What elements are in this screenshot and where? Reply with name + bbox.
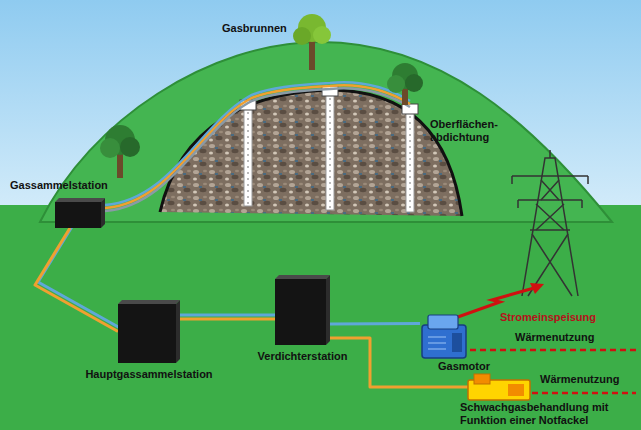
- flare-unit: Schwachgasbehandlung mit Funktion einer …: [468, 374, 530, 400]
- heat-line: [532, 392, 636, 395]
- engine-panel: [452, 333, 462, 352]
- gas-pipe: [330, 323, 420, 324]
- label-anchor: Gasbrunnen: [222, 22, 312, 35]
- station-side: [101, 198, 105, 228]
- label-anchor: Wärmenutzung: [515, 331, 625, 344]
- waste-body: [160, 90, 462, 216]
- green-hill: [40, 42, 612, 222]
- flare-panel: [508, 384, 524, 396]
- node-shape: [55, 198, 105, 228]
- node-label: Hauptgassammelstation: [59, 368, 239, 381]
- station-side: [176, 300, 180, 363]
- surface-sealing: [160, 90, 462, 216]
- node-label: Schwachgasbehandlung mit Funktion einer …: [460, 401, 632, 427]
- station-front: [118, 304, 176, 363]
- node-shape: [420, 315, 468, 358]
- station-top: [55, 198, 105, 202]
- tree: [387, 63, 423, 105]
- station-front: [55, 202, 101, 228]
- part-label: Wärmenutzung: [515, 331, 625, 344]
- pipe-strand: [330, 322, 420, 325]
- pipe-strand: [35, 228, 118, 332]
- gas-engine: Gasmotor: [420, 315, 468, 358]
- part-label: Oberflächen- abdichtung: [430, 118, 510, 144]
- node-shape: [275, 275, 330, 345]
- part-label: Gasbrunnen: [222, 22, 312, 35]
- pipe-strand: [180, 317, 275, 320]
- station-top: [275, 275, 330, 279]
- node-label: Gasmotor: [438, 360, 518, 373]
- gas-pipe: [35, 225, 121, 332]
- pipe-strand: [180, 313, 275, 316]
- gas-pipe: [180, 315, 275, 319]
- tree: [293, 14, 331, 70]
- label-anchor: Wärmenutzung: [540, 373, 635, 386]
- station-box: Hauptgassammelstation: [118, 300, 180, 363]
- label-anchor: Stromeinspeisung: [500, 311, 630, 324]
- engine-grille: [428, 337, 446, 349]
- ground: [0, 205, 641, 430]
- collection-pipes: [105, 82, 410, 211]
- part-label: Wärmenutzung: [540, 373, 635, 386]
- station-top: [118, 300, 180, 304]
- gas-wells: [240, 86, 418, 212]
- engine-body: [422, 325, 466, 358]
- station-side: [326, 275, 330, 345]
- node-shape: [118, 300, 180, 363]
- pipe-strand: [38, 225, 121, 329]
- part-label: Stromeinspeisung: [500, 311, 630, 324]
- station-box: Gassammelstation: [55, 198, 105, 228]
- tree: [100, 125, 140, 178]
- station-front: [275, 279, 326, 345]
- label-anchor: Oberflächen- abdichtung: [430, 118, 510, 144]
- heat-line: [470, 349, 636, 352]
- node-shape: [468, 374, 530, 400]
- node-label: Gassammelstation: [10, 179, 150, 192]
- power-pylon: [512, 150, 588, 296]
- node-label: Verdichterstation: [238, 350, 368, 363]
- flare-stack: [474, 374, 490, 384]
- station-box: Verdichterstation: [275, 275, 330, 345]
- engine-top: [428, 315, 458, 329]
